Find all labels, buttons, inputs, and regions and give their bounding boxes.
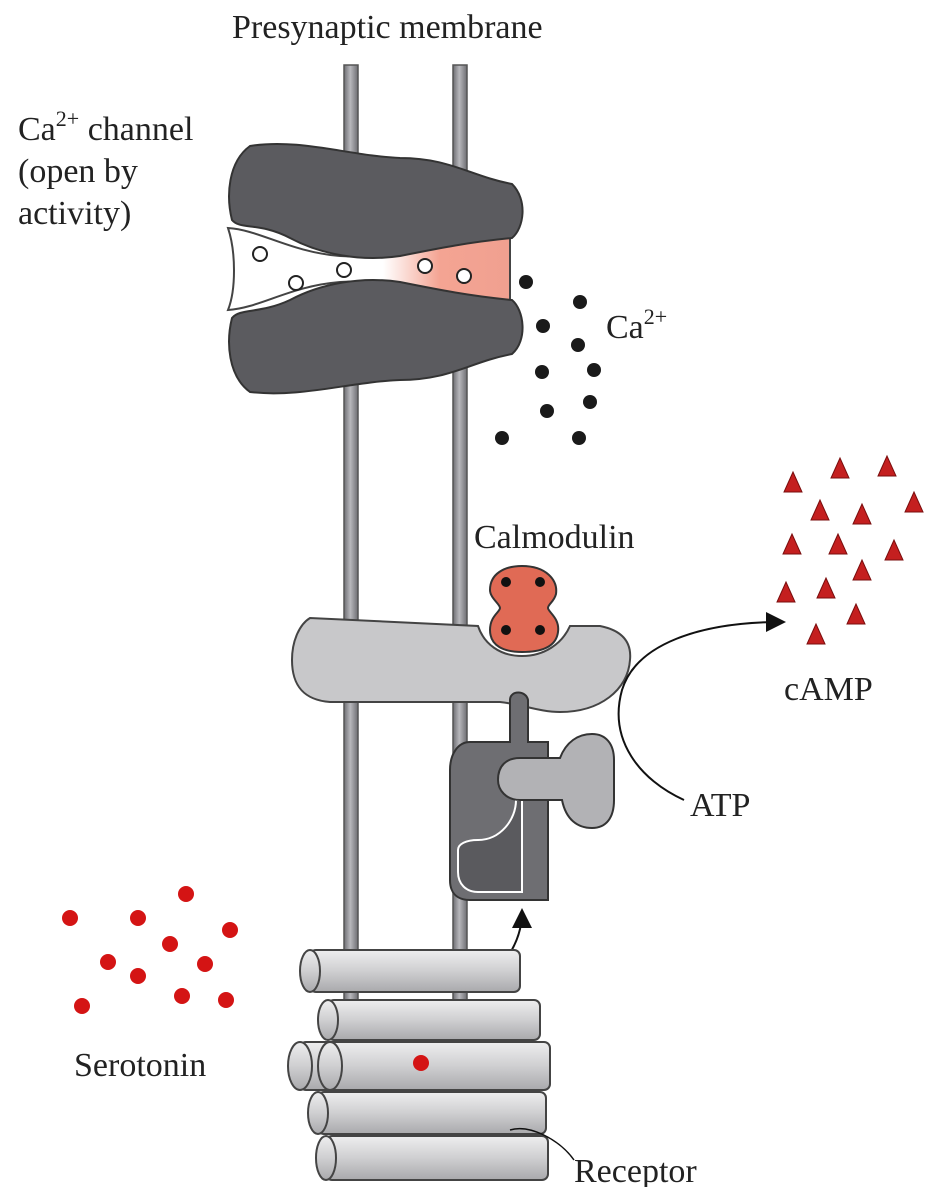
calcium-ion <box>540 404 554 418</box>
calmodulin-ca-site <box>501 625 511 635</box>
pore-ion <box>289 276 303 290</box>
calcium-ion <box>572 431 586 445</box>
serotonin-dot <box>197 956 213 972</box>
calmodulin-ca-site <box>535 625 545 635</box>
camp-triangle <box>807 624 825 644</box>
camp-triangle <box>817 578 835 598</box>
receptor-helix <box>316 1136 548 1180</box>
calcium-ion <box>571 338 585 352</box>
serotonin-dot <box>62 910 78 926</box>
serotonin-dot <box>130 968 146 984</box>
camp-triangle <box>784 472 802 492</box>
calmodulin-body <box>490 566 558 652</box>
atp-to-camp-arrow <box>619 622 782 800</box>
receptor-helix <box>318 1000 540 1040</box>
calmodulin-ca-site <box>501 577 511 587</box>
serotonin-dot <box>178 886 194 902</box>
calmodulin-ca-site <box>535 577 545 587</box>
ca-channel-label-line3: activity) <box>18 195 131 232</box>
receptor-helix <box>308 1092 546 1134</box>
calcium-ion <box>495 431 509 445</box>
calcium-ion <box>587 363 601 377</box>
pore-ion <box>337 263 351 277</box>
serotonin-dot <box>218 992 234 1008</box>
pore-ion <box>418 259 432 273</box>
calcium-ion <box>519 275 533 289</box>
camp-triangle <box>878 456 896 476</box>
title-presynaptic-membrane: Presynaptic membrane <box>232 9 543 46</box>
serotonin-molecules <box>62 886 238 1014</box>
camp-triangle <box>829 534 847 554</box>
camp-triangle <box>853 560 871 580</box>
camp-label: cAMP <box>784 671 873 708</box>
serotonin-dot <box>100 954 116 970</box>
calmodulin <box>490 566 558 652</box>
serotonin-dot <box>162 936 178 952</box>
camp-triangle <box>811 500 829 520</box>
camp-molecules <box>777 456 923 644</box>
camp-triangle <box>831 458 849 478</box>
calcium-ion <box>535 365 549 379</box>
pore-ion <box>457 269 471 283</box>
serotonin-label: Serotonin <box>74 1047 206 1084</box>
camp-triangle <box>783 534 801 554</box>
calmodulin-label: Calmodulin <box>474 519 635 556</box>
camp-triangle <box>777 582 795 602</box>
calcium-ion <box>536 319 550 333</box>
adenylyl-cyclase <box>292 618 630 712</box>
camp-triangle <box>853 504 871 524</box>
pore-ion <box>253 247 267 261</box>
atp-label: ATP <box>690 787 750 824</box>
camp-triangle <box>885 540 903 560</box>
serotonin-dot <box>222 922 238 938</box>
receptor-label: Receptor <box>574 1153 697 1187</box>
calcium-ion <box>573 295 587 309</box>
serotonin-dot <box>130 910 146 926</box>
ca-channel <box>228 144 523 393</box>
ca-channel-label: Ca2+ channel <box>18 106 193 148</box>
calcium-label: Ca2+ <box>606 304 667 346</box>
bound-serotonin <box>413 1055 429 1071</box>
serotonin-dot <box>174 988 190 1004</box>
receptor-helix <box>300 950 520 992</box>
camp-triangle <box>847 604 865 624</box>
camp-triangle <box>905 492 923 512</box>
serotonin-dot <box>74 998 90 1014</box>
ca-channel-label-line2: (open by <box>18 153 138 190</box>
calcium-ion <box>583 395 597 409</box>
